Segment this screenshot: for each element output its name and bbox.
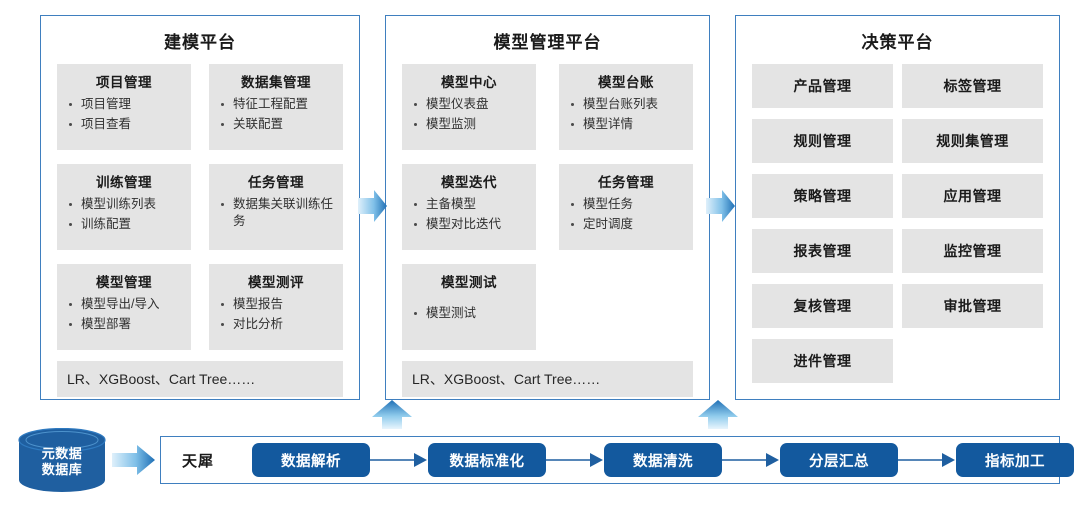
function-button-grid: 产品管理 标签管理 规则管理 规则集管理 策略管理 应用管理 报表管理 监控管理… [736, 64, 1059, 394]
panel-model-management-platform: 模型管理平台 模型中心 模型仪表盘 模型监测 模型台账 模型台账列表 模型详情 … [385, 15, 710, 400]
card-task-management-2[interactable]: 任务管理 模型任务 定时调度 [559, 164, 693, 250]
card-title: 模型测试 [441, 275, 497, 290]
card-title: 模型中心 [441, 75, 497, 90]
card-task-management[interactable]: 任务管理 数据集关联训练任务 [209, 164, 343, 250]
pipeline-step-layered-aggregation[interactable]: 分层汇总 [780, 443, 898, 477]
list-item[interactable]: 对比分析 [217, 316, 335, 333]
panel-modeling-platform: 建模平台 项目管理 项目管理 项目查看 数据集管理 特征工程配置 关联配置 训练… [40, 15, 360, 400]
list-item[interactable]: 模型对比迭代 [410, 216, 528, 233]
list-item[interactable]: 数据集关联训练任务 [217, 196, 335, 230]
card-model-ledger[interactable]: 模型台账 模型台账列表 模型详情 [559, 64, 693, 150]
decision-button-monitor-management[interactable]: 监控管理 [902, 229, 1043, 273]
panel-title-modeling: 建模平台 [164, 33, 236, 52]
card-item-list: 模型导出/导入 模型部署 [65, 296, 183, 333]
panel-decision-platform: 决策平台 产品管理 标签管理 规则管理 规则集管理 策略管理 应用管理 报表管理… [735, 15, 1060, 400]
list-item[interactable]: 定时调度 [567, 216, 685, 233]
card-model-evaluation[interactable]: 模型测评 模型报告 对比分析 [209, 264, 343, 350]
list-item[interactable]: 模型台账列表 [567, 96, 685, 113]
card-group-model-management: 模型中心 模型仪表盘 模型监测 模型台账 模型台账列表 模型详情 模型迭代 主备… [386, 64, 709, 364]
pipeline-connector-2 [546, 453, 603, 467]
decision-button-ruleset-management[interactable]: 规则集管理 [902, 119, 1043, 163]
card-placeholder [559, 264, 693, 350]
card-item-list: 数据集关联训练任务 [217, 196, 335, 230]
pipeline-step-data-standardization[interactable]: 数据标准化 [428, 443, 546, 477]
list-item[interactable]: 模型测试 [410, 305, 528, 322]
card-model-test[interactable]: 模型测试 模型测试 [402, 264, 536, 350]
list-item[interactable]: 模型仪表盘 [410, 96, 528, 113]
decision-button-tag-management[interactable]: 标签管理 [902, 64, 1043, 108]
arrow-right-modeling-to-management [358, 190, 387, 222]
cylinder-icon [18, 427, 106, 492]
decision-button-intake-management[interactable]: 进件管理 [752, 339, 893, 383]
list-item[interactable]: 模型训练列表 [65, 196, 183, 213]
list-item[interactable]: 训练配置 [65, 216, 183, 233]
card-title: 模型台账 [598, 75, 654, 90]
list-item[interactable]: 模型任务 [567, 196, 685, 213]
pipeline-platform-label: 天犀 [182, 453, 215, 470]
metadata-database-cylinder: 元数据 数据库 [18, 427, 106, 492]
pipeline-step-metric-processing[interactable]: 指标加工 [956, 443, 1074, 477]
list-item[interactable]: 模型监测 [410, 116, 528, 133]
card-item-list: 主备模型 模型对比迭代 [410, 196, 528, 233]
decision-button-product-management[interactable]: 产品管理 [752, 64, 893, 108]
panel-title-decision: 决策平台 [861, 33, 934, 52]
arrow-up-to-modeling-platform [372, 400, 412, 429]
card-item-list: 项目管理 项目查看 [65, 96, 183, 133]
card-title: 任务管理 [598, 175, 654, 190]
card-item-list: 模型训练列表 训练配置 [65, 196, 183, 233]
card-project-management[interactable]: 项目管理 项目管理 项目查看 [57, 64, 191, 150]
decision-button-application-management[interactable]: 应用管理 [902, 174, 1043, 218]
card-item-list: 模型测试 [410, 305, 528, 322]
card-group-modeling: 项目管理 项目管理 项目查看 数据集管理 特征工程配置 关联配置 训练管理 模型… [41, 64, 359, 364]
algorithm-bar-model-management: LR、XGBoost、Cart Tree…… [402, 361, 693, 397]
card-dataset-management[interactable]: 数据集管理 特征工程配置 关联配置 [209, 64, 343, 150]
pipeline-connector-4 [898, 453, 955, 467]
card-training-management[interactable]: 训练管理 模型训练列表 训练配置 [57, 164, 191, 250]
decision-button-report-management[interactable]: 报表管理 [752, 229, 893, 273]
card-title: 模型测评 [248, 275, 304, 290]
card-item-list: 模型台账列表 模型详情 [567, 96, 685, 133]
card-model-iteration[interactable]: 模型迭代 主备模型 模型对比迭代 [402, 164, 536, 250]
arrow-up-to-model-management-platform [698, 400, 738, 429]
list-item[interactable]: 特征工程配置 [217, 96, 335, 113]
list-item[interactable]: 关联配置 [217, 116, 335, 133]
card-item-list: 模型任务 定时调度 [567, 196, 685, 233]
list-item[interactable]: 项目管理 [65, 96, 183, 113]
decision-button-placeholder [902, 339, 1043, 383]
pipeline-connector-3 [722, 453, 779, 467]
card-title: 模型管理 [96, 275, 152, 290]
card-model-center[interactable]: 模型中心 模型仪表盘 模型监测 [402, 64, 536, 150]
list-item[interactable]: 模型部署 [65, 316, 183, 333]
decision-button-rule-management[interactable]: 规则管理 [752, 119, 893, 163]
list-item[interactable]: 项目查看 [65, 116, 183, 133]
pipeline-step-data-cleaning[interactable]: 数据清洗 [604, 443, 722, 477]
card-title: 项目管理 [96, 75, 152, 90]
list-item[interactable]: 模型详情 [567, 116, 685, 133]
card-title: 训练管理 [96, 175, 152, 190]
card-title: 模型迭代 [441, 175, 497, 190]
pipeline-step-data-parsing[interactable]: 数据解析 [252, 443, 370, 477]
card-title: 数据集管理 [241, 75, 311, 90]
card-item-list: 特征工程配置 关联配置 [217, 96, 335, 133]
list-item[interactable]: 模型报告 [217, 296, 335, 313]
decision-button-approval-management[interactable]: 审批管理 [902, 284, 1043, 328]
arrow-right-management-to-decision [706, 190, 735, 222]
card-item-list: 模型仪表盘 模型监测 [410, 96, 528, 133]
pipeline-connector-1 [370, 453, 427, 467]
algorithm-bar-modeling: LR、XGBoost、Cart Tree…… [57, 361, 343, 397]
panel-title-model-management: 模型管理平台 [493, 33, 602, 52]
decision-button-strategy-management[interactable]: 策略管理 [752, 174, 893, 218]
decision-button-review-management[interactable]: 复核管理 [752, 284, 893, 328]
card-model-management[interactable]: 模型管理 模型导出/导入 模型部署 [57, 264, 191, 350]
card-title: 任务管理 [248, 175, 304, 190]
arrow-right-source-to-pipeline [112, 445, 155, 475]
list-item[interactable]: 模型导出/导入 [65, 296, 183, 313]
list-item[interactable]: 主备模型 [410, 196, 528, 213]
card-item-list: 模型报告 对比分析 [217, 296, 335, 333]
